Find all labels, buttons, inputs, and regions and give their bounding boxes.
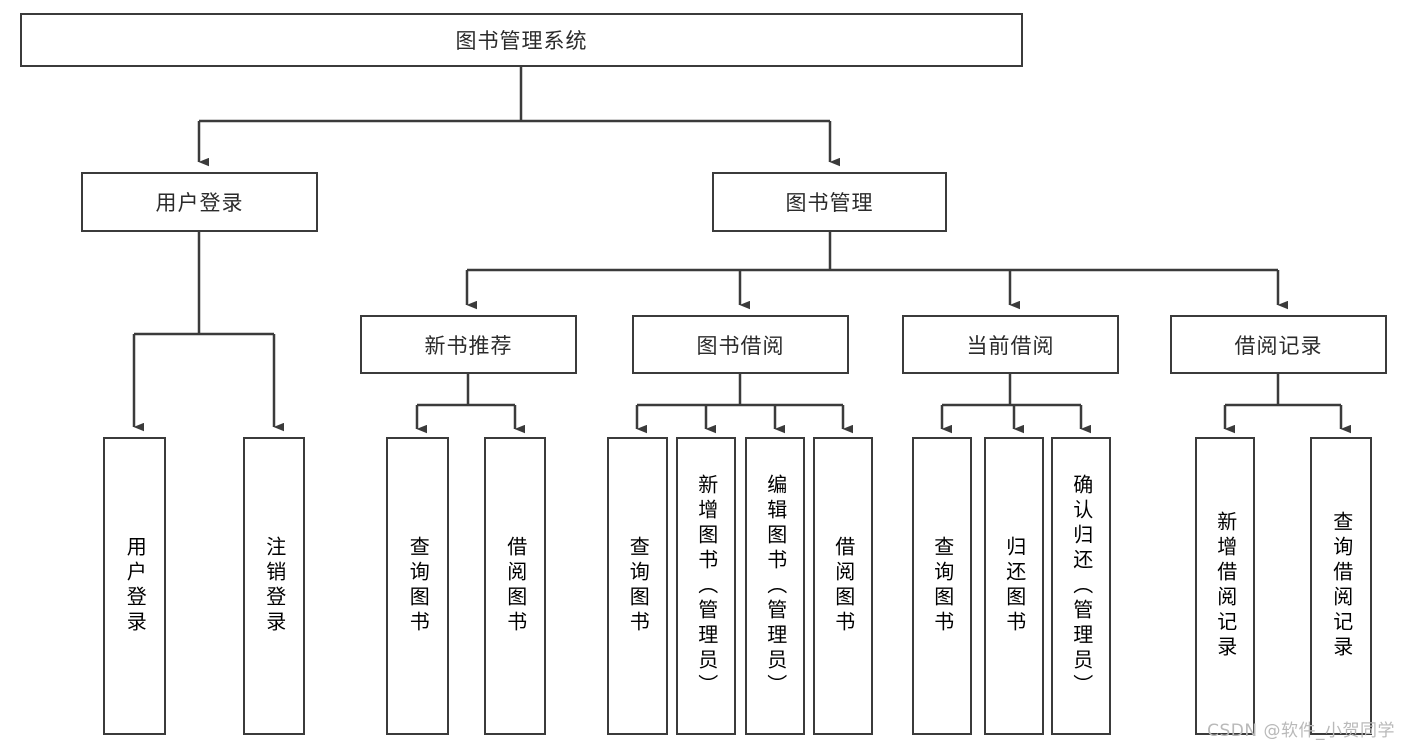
node-book-borrow-label: 图书借阅 — [696, 333, 785, 358]
leaf-bb-edit-book-label: 编辑图书（管理员） — [763, 473, 788, 699]
leaf-user-login-label: 用户登录 — [123, 536, 148, 636]
leaf-cb-confirm-return-label: 确认归还（管理员） — [1069, 473, 1094, 699]
leaf-cb-return-book-label: 归还图书 — [1002, 536, 1027, 636]
leaf-cb-query-book[interactable]: 查询图书 — [912, 437, 972, 735]
leaf-bb-query-book-label: 查询图书 — [626, 536, 651, 636]
leaf-br-query-record[interactable]: 查询借阅记录 — [1310, 437, 1372, 735]
node-root-label: 图书管理系统 — [455, 29, 588, 53]
leaf-user-logout-label: 注销登录 — [262, 536, 287, 636]
leaf-bb-query-book[interactable]: 查询图书 — [607, 437, 668, 735]
leaf-cb-confirm-return[interactable]: 确认归还（管理员） — [1051, 437, 1111, 735]
leaf-br-add-record[interactable]: 新增借阅记录 — [1195, 437, 1255, 735]
node-book-management[interactable]: 图书管理 — [712, 172, 947, 232]
node-user-login[interactable]: 用户登录 — [81, 172, 318, 232]
leaf-nbr-borrow-book[interactable]: 借阅图书 — [484, 437, 546, 735]
node-user-login-label: 用户登录 — [155, 191, 244, 215]
leaf-br-query-record-label: 查询借阅记录 — [1329, 511, 1354, 661]
node-book-management-label: 图书管理 — [785, 191, 874, 215]
leaf-nbr-borrow-book-label: 借阅图书 — [503, 536, 528, 636]
leaf-bb-borrow-book-label: 借阅图书 — [831, 536, 856, 636]
node-current-borrow-label: 当前借阅 — [966, 333, 1055, 358]
leaf-bb-borrow-book[interactable]: 借阅图书 — [813, 437, 873, 735]
node-borrow-record-label: 借阅记录 — [1234, 333, 1323, 358]
leaf-bb-add-book[interactable]: 新增图书（管理员） — [676, 437, 736, 735]
leaf-bb-edit-book[interactable]: 编辑图书（管理员） — [745, 437, 805, 735]
watermark-text: CSDN @软件_小贺同学 — [1207, 721, 1395, 741]
leaf-user-logout[interactable]: 注销登录 — [243, 437, 305, 735]
leaf-nbr-query-book-label: 查询图书 — [406, 536, 431, 636]
node-new-book-recommend[interactable]: 新书推荐 — [360, 315, 577, 374]
node-root[interactable]: 图书管理系统 — [20, 13, 1023, 67]
node-book-borrow[interactable]: 图书借阅 — [632, 315, 849, 374]
node-current-borrow[interactable]: 当前借阅 — [902, 315, 1119, 374]
leaf-nbr-query-book[interactable]: 查询图书 — [386, 437, 449, 735]
leaf-br-add-record-label: 新增借阅记录 — [1213, 511, 1238, 661]
node-borrow-record[interactable]: 借阅记录 — [1170, 315, 1387, 374]
leaf-cb-return-book[interactable]: 归还图书 — [984, 437, 1044, 735]
node-new-book-recommend-label: 新书推荐 — [424, 333, 513, 358]
leaf-user-login[interactable]: 用户登录 — [103, 437, 166, 735]
leaf-cb-query-book-label: 查询图书 — [930, 536, 955, 636]
leaf-bb-add-book-label: 新增图书（管理员） — [694, 473, 719, 699]
